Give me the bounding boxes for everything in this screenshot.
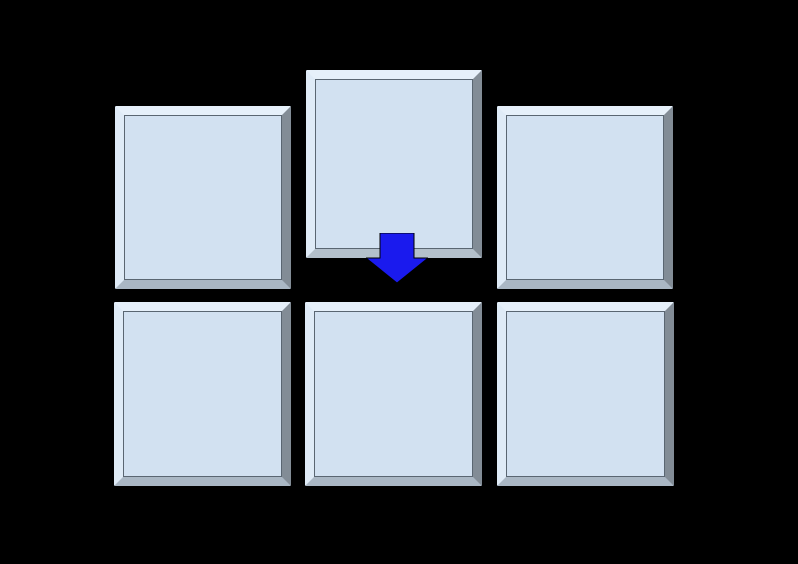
panel-top-center[interactable]	[305, 69, 483, 259]
panel-bottom-center[interactable]	[304, 301, 483, 487]
panel-top-right[interactable]	[496, 105, 674, 290]
panel-bottom-left[interactable]	[113, 301, 292, 487]
panel-bottom-right[interactable]	[496, 301, 675, 487]
panel-top-left[interactable]	[114, 105, 292, 290]
